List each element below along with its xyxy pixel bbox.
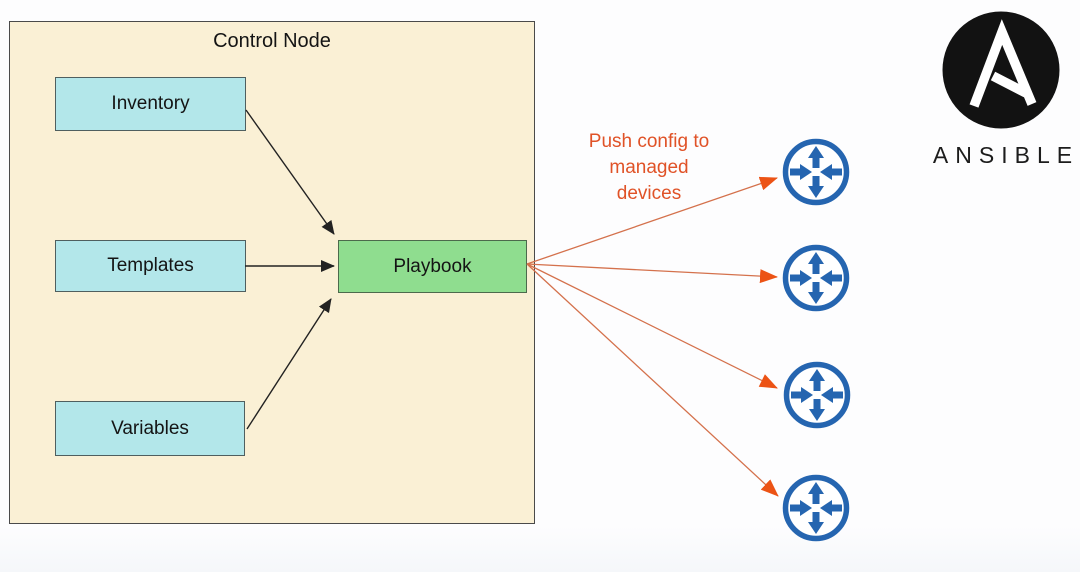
router-icon [782,244,850,312]
router-icon [782,474,850,542]
push-config-line2: managed [609,157,689,178]
push-arrow-device-3 [526,263,778,389]
templates-box: Templates [55,240,246,292]
ansible-logo-icon [942,11,1060,129]
control-node-title: Control Node [213,30,331,52]
playbook-box: Playbook [338,240,527,293]
variables-box: Variables [55,401,245,456]
inventory-label: Inventory [111,93,190,114]
playbook-label: Playbook [393,255,472,277]
push-config-line1: Push config to [588,131,710,152]
router-icon [783,361,851,429]
push-config-line3: devices [616,183,682,204]
push-arrow-device-4 [526,263,779,497]
managed-device-1 [780,136,852,208]
ansible-wordmark: ANSIBLE [932,142,1080,168]
inventory-box: Inventory [55,77,246,131]
managed-device-4 [780,472,852,544]
managed-device-2 [780,242,852,314]
templates-label: Templates [107,255,194,276]
router-icon [782,138,850,206]
variables-label: Variables [111,417,189,439]
managed-device-3 [781,359,853,431]
push-arrow-device-2 [526,263,778,284]
push-config-label: Push config to managed devices [558,129,740,207]
